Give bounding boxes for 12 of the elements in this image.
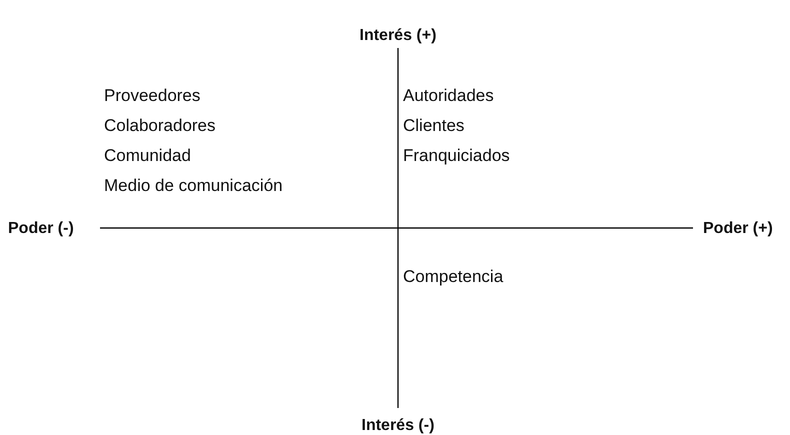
stakeholder-label: Proveedores [104, 86, 200, 106]
stakeholder-label: Competencia [403, 267, 504, 287]
axis-label: Poder (-) [8, 219, 74, 239]
stakeholder-label: Comunidad [104, 146, 191, 166]
stakeholder-label: Medio de comunicación [104, 176, 283, 196]
stakeholder-label: Autoridades [403, 86, 494, 106]
axis-label: Interés (-) [362, 416, 434, 435]
stakeholder-label: Franquiciados [403, 146, 510, 166]
axis-label: Poder (+) [703, 219, 773, 239]
stakeholder-label: Clientes [403, 116, 464, 136]
stakeholder-label: Colaboradores [104, 116, 216, 136]
axis-label: Interés (+) [360, 26, 436, 46]
